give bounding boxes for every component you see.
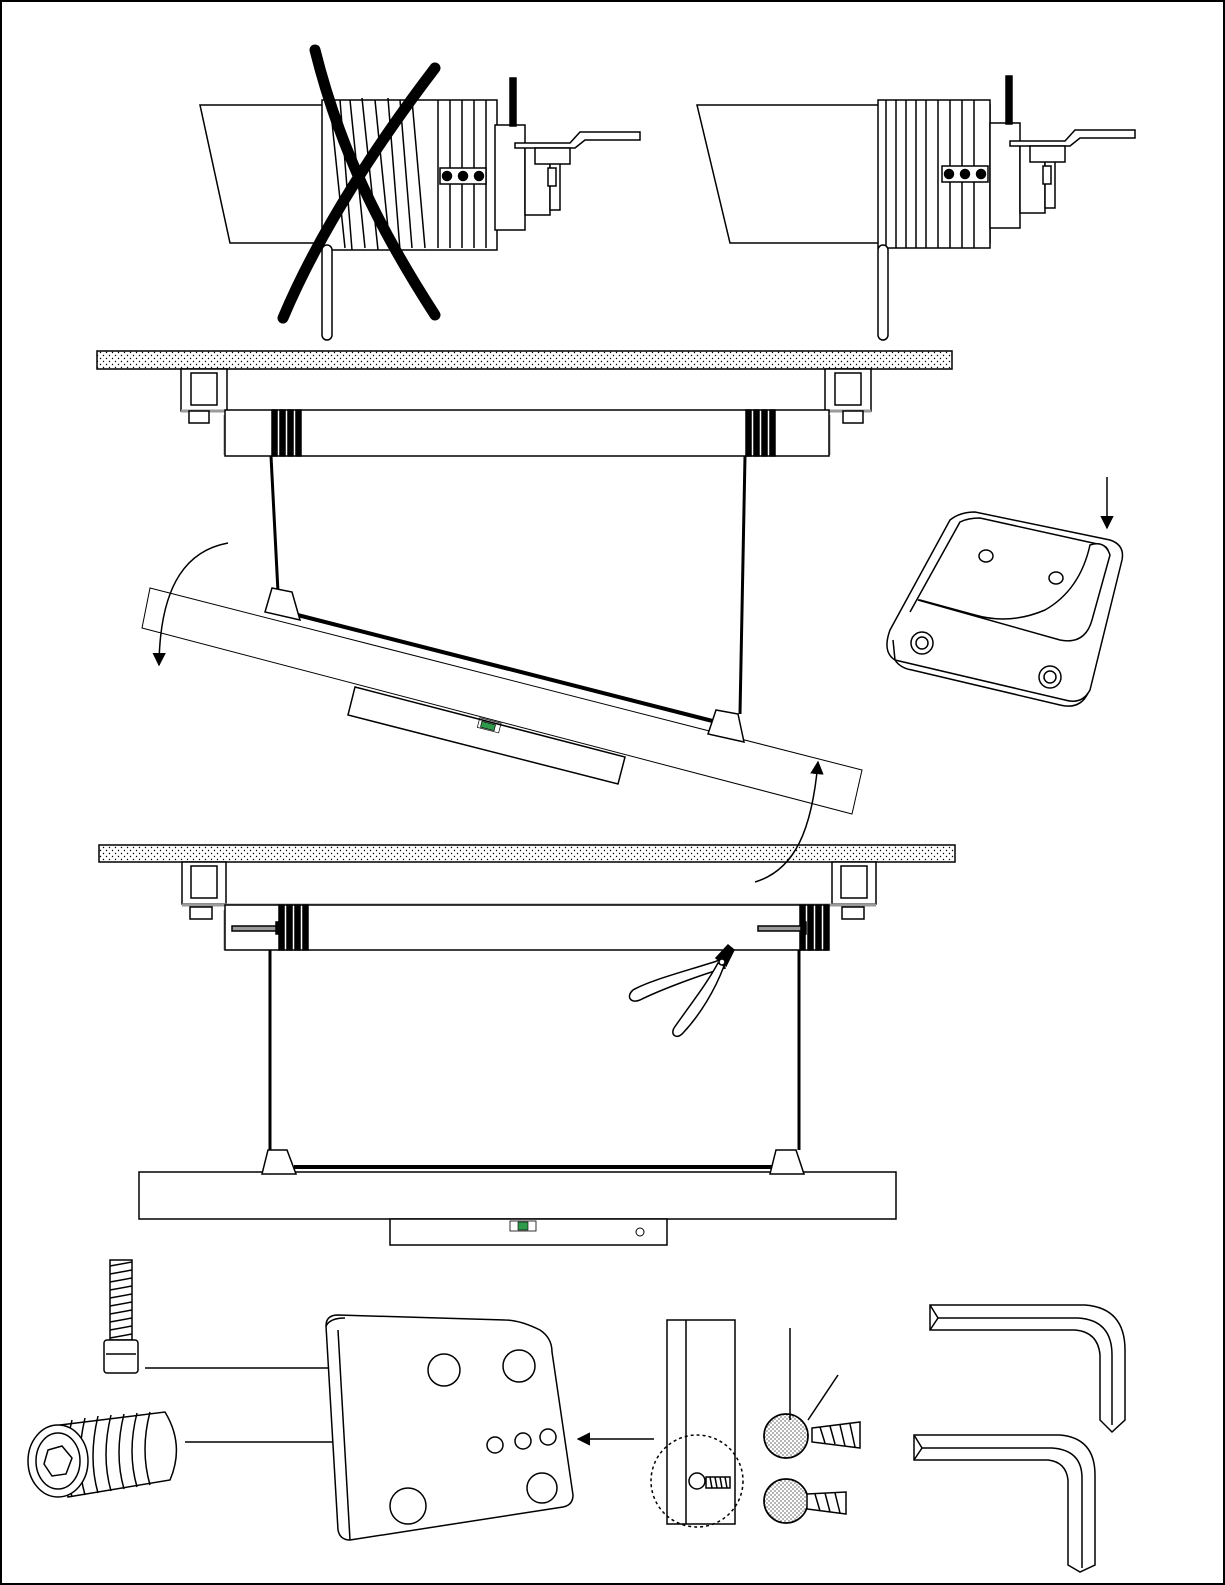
cable-drop	[322, 245, 332, 340]
bolt-icon	[104, 1260, 138, 1373]
level-adjust-panel	[97, 351, 952, 882]
set-screw-icon	[28, 1412, 176, 1497]
mounting-plate	[326, 1315, 573, 1540]
cable-tail-left	[232, 926, 278, 931]
wrap-correct-panel	[697, 76, 1135, 340]
wrap-incorrect-panel	[200, 50, 640, 340]
antenna	[1006, 76, 1012, 124]
corner-bracket-panel	[887, 477, 1123, 706]
hex-nut	[1030, 146, 1065, 162]
hardware-detail-panel	[28, 1260, 1125, 1572]
antenna	[510, 78, 516, 126]
roller-tube	[225, 410, 829, 456]
mount-bracket	[1010, 130, 1135, 146]
hex-key-icon	[930, 1305, 1125, 1432]
level-bubble	[518, 1222, 528, 1230]
hex-nut	[535, 148, 570, 164]
cut-cable-panel	[99, 845, 955, 1245]
hex-key-icon	[914, 1435, 1095, 1572]
pliers-icon	[629, 945, 734, 1036]
end-cap	[495, 125, 525, 230]
cable-drop	[878, 245, 888, 340]
ceiling-board	[99, 845, 955, 862]
end-cap	[990, 123, 1020, 228]
mount-bracket	[515, 132, 640, 148]
left-cable	[271, 456, 278, 592]
right-cable	[740, 456, 745, 714]
roller-tube	[225, 905, 828, 950]
tilted-bottom-bar	[142, 588, 862, 814]
cable-tail-right	[758, 926, 804, 931]
ceiling-board	[97, 351, 952, 369]
side-profile	[667, 1320, 735, 1524]
level-bottom-bar	[139, 1172, 896, 1219]
